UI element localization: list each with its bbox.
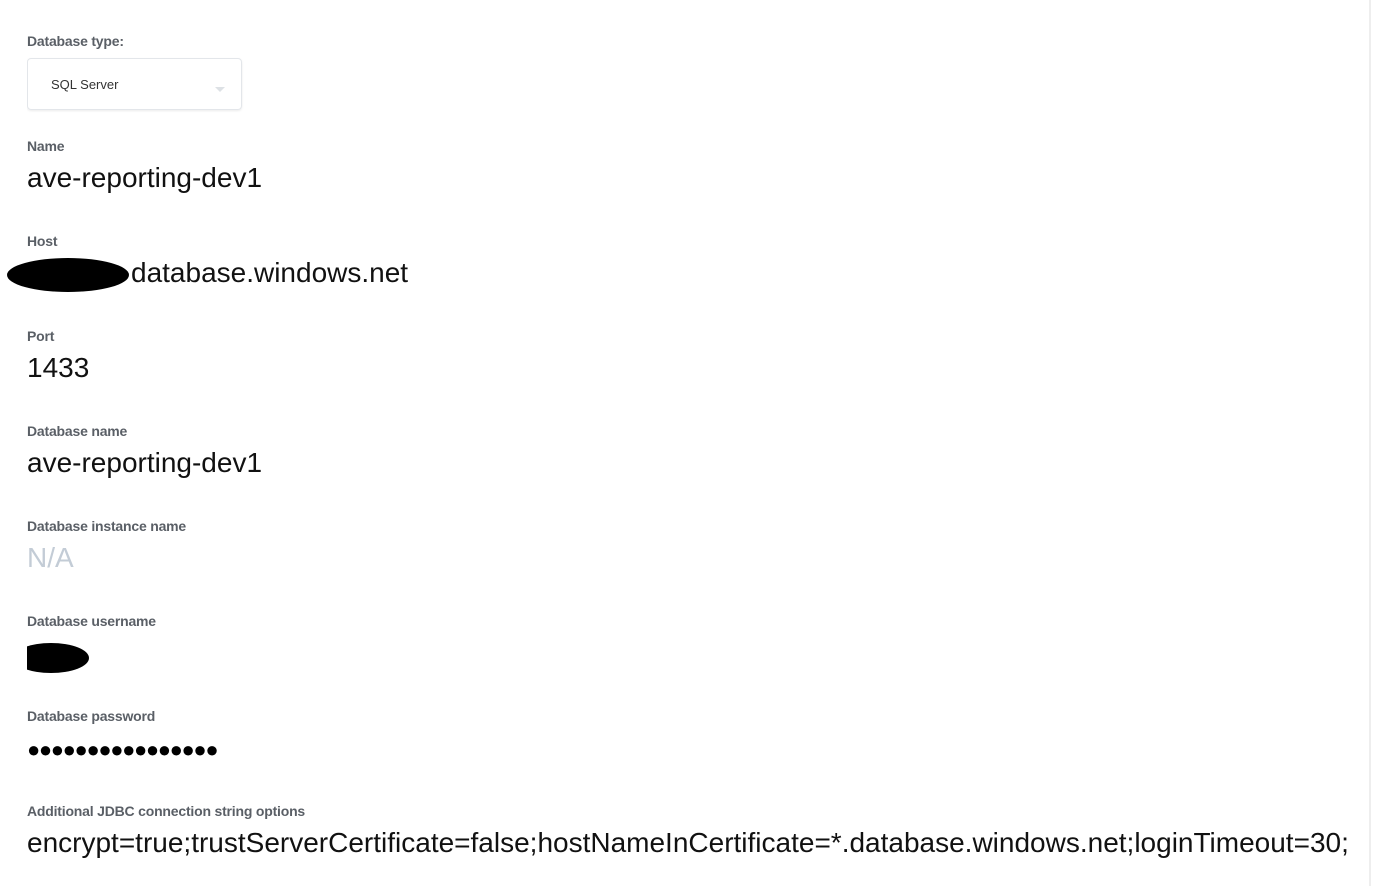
- name-value: ave-reporting-dev1: [27, 162, 263, 193]
- host-label: Host: [27, 233, 58, 249]
- database-type-label: Database type:: [27, 33, 124, 49]
- database-connection-form: Database type: SQL Server Name ave-repor…: [27, 0, 1370, 886]
- host-value: database.windows.net: [131, 257, 409, 288]
- database-type-select[interactable]: SQL Server: [27, 58, 242, 110]
- name-label: Name: [27, 138, 65, 154]
- chevron-down-icon: [215, 87, 225, 92]
- database-type-value: SQL Server: [51, 77, 119, 92]
- redaction-mark: [7, 257, 129, 292]
- host-value-row: database.windows.net: [7, 257, 408, 292]
- scrollbar-track[interactable]: [1369, 0, 1371, 886]
